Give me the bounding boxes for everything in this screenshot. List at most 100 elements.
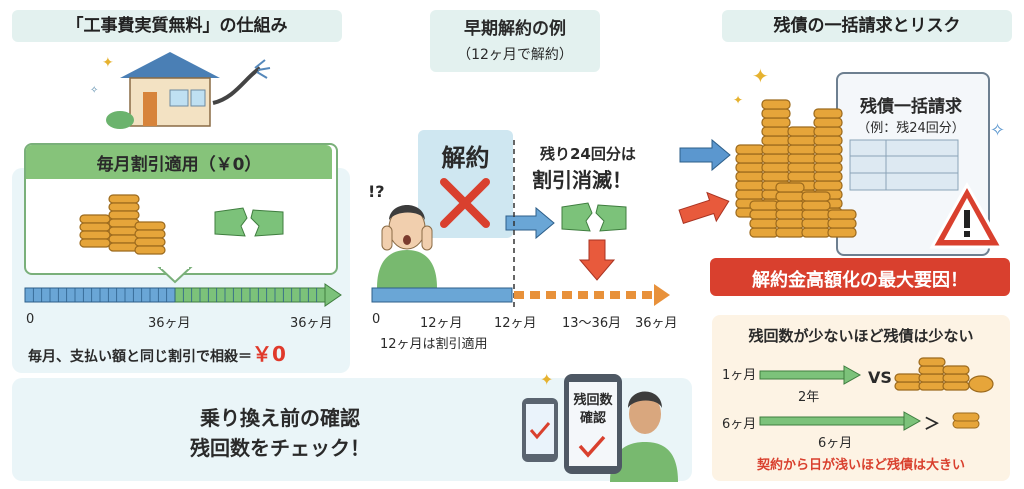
coin [787, 135, 817, 146]
sparkle-icon: ✦ [733, 93, 744, 107]
tick-36: 36ヶ月 [635, 316, 678, 331]
coin [735, 144, 765, 155]
tick-0: 0 [372, 312, 381, 327]
coin [735, 153, 765, 164]
discount-banner: 毎月割引適用（￥0） [96, 155, 262, 175]
coin [787, 153, 817, 164]
phone-label-line2: 確認 [579, 411, 606, 426]
coin [761, 99, 791, 110]
row1-arrow [759, 365, 862, 385]
coin [813, 171, 843, 182]
bar-label-end: 36ヶ月 [290, 316, 333, 331]
coin [761, 144, 791, 155]
coin [749, 200, 779, 211]
coin [801, 191, 831, 202]
coin-small-icon [952, 412, 980, 429]
question-mark: !? [368, 182, 385, 201]
house-illustration [106, 52, 271, 129]
coin [813, 108, 843, 119]
warning-banner: 解約金高額化の最大要因！ [752, 270, 968, 291]
coin [813, 162, 843, 173]
sparkle-icon: ✧ [90, 85, 99, 96]
coin [761, 135, 791, 146]
cross-icon [440, 178, 490, 228]
warning-icon [929, 181, 1005, 249]
section1-title: 「工事費実質無料」の仕組み [12, 10, 342, 42]
coin [787, 126, 817, 137]
coin-stack-icon [894, 357, 994, 393]
section2-subtitle: （12ヶ月で解約） [457, 47, 573, 63]
remaining-line2: 割引消滅！ [532, 168, 632, 192]
coin [761, 117, 791, 128]
section2-title-box [430, 10, 600, 72]
timeline-bar-36 [24, 283, 342, 307]
coin [827, 227, 857, 238]
coin [813, 135, 843, 146]
sparkle-icon: ✦ [102, 55, 114, 71]
sparkle-icon: ✦ [540, 370, 554, 389]
coin [775, 227, 805, 238]
coin [787, 162, 817, 173]
speech-tail [157, 265, 193, 284]
bill-table [849, 139, 959, 191]
offset-note-text: 毎月、支払い額と同じ割引で相殺＝ [28, 349, 252, 365]
coin [761, 126, 791, 137]
bar-label-mid: 36ヶ月 [148, 316, 191, 331]
coin [801, 209, 831, 220]
offset-note: 毎月、支払い額と同じ割引で相殺＝￥0 [28, 338, 286, 367]
coin [761, 162, 791, 173]
footer-note: 契約から日が浅いほど残債は大きい [756, 458, 965, 473]
coin [827, 218, 857, 229]
torn-bill-icon [214, 207, 284, 237]
phone-large-icon [564, 374, 622, 474]
coin [801, 218, 831, 229]
offset-note-value: ￥0 [252, 342, 286, 366]
applied-note: 12ヶ月は割引適用 [380, 337, 488, 352]
sparkle-icon: ✦ [752, 64, 769, 88]
row2-label: 6ヶ月 [722, 417, 757, 432]
coin [775, 218, 805, 229]
coin [775, 191, 805, 202]
row2-arrow [759, 411, 922, 431]
coin [749, 227, 779, 238]
arrow-right-icon [678, 191, 730, 225]
coin [735, 162, 765, 173]
check-line1: 乗り換え前の確認 [200, 406, 360, 430]
coin [813, 117, 843, 128]
bar-label-start: 0 [26, 312, 35, 327]
coin [801, 200, 831, 211]
row2-span: 6ヶ月 [818, 436, 853, 451]
coin [813, 144, 843, 155]
bill-title: 残債一括請求 [860, 97, 962, 117]
coin [735, 180, 765, 191]
person-illustration [610, 391, 678, 482]
phone-icon [522, 398, 558, 462]
gt-label: ＞ [924, 414, 941, 433]
compare-panel [712, 315, 1010, 481]
remaining-line1: 残り24回分は [540, 145, 636, 163]
coin [735, 171, 765, 182]
arrow-right-icon [505, 206, 555, 240]
sparkle-icon: ✧ [990, 120, 1006, 141]
coin [775, 209, 805, 220]
coin [801, 227, 831, 238]
coin [827, 209, 857, 220]
tick-12b: 12ヶ月 [494, 316, 537, 331]
discount-banner-bg [26, 145, 332, 179]
torn-bill-icon [561, 202, 627, 232]
coin [761, 171, 791, 182]
arrow-down-icon [578, 239, 616, 281]
coin [787, 144, 817, 155]
cancel-box [418, 130, 513, 238]
phone-label-line1: 残回数 [573, 393, 613, 408]
coin-stacks-large [735, 99, 857, 238]
worried-person-illustration [377, 205, 437, 288]
coin [749, 209, 779, 220]
compare-title: 残回数が少ないほど残債は少ない [748, 327, 974, 345]
coin [749, 218, 779, 229]
section3-title: 残債の一括請求とリスク [722, 10, 1012, 42]
coin [735, 189, 765, 200]
vs-label: VS [868, 368, 892, 387]
tick-13-36: 13〜36月 [562, 316, 622, 331]
coin [775, 182, 805, 193]
